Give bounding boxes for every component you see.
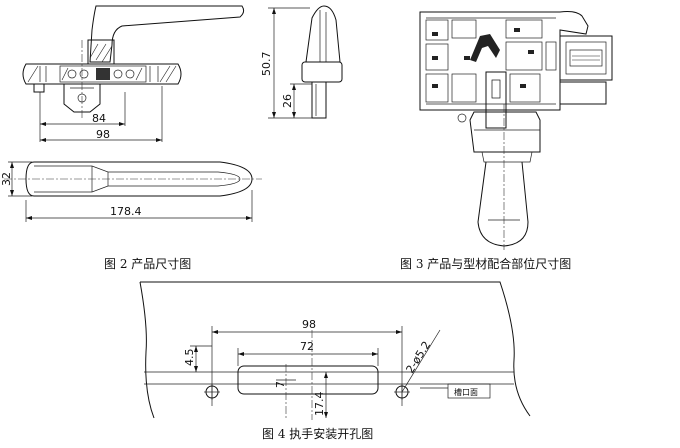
fig3-caption: 图 3 产品与型材配合部位尺寸图 bbox=[400, 256, 571, 271]
fig4-dim-4-5: 4.5 bbox=[183, 349, 196, 367]
dim-98: 98 bbox=[96, 128, 110, 141]
fig4-hole-pattern bbox=[139, 281, 531, 420]
fig4-dim-7: 7 bbox=[274, 381, 287, 388]
dim-26: 26 bbox=[281, 94, 294, 108]
dim-32: 32 bbox=[0, 172, 13, 186]
fig4-dim-98: 98 bbox=[302, 318, 316, 331]
fig2-handle-side-view bbox=[22, 5, 245, 142]
fig4-dim-hole-dia: 2-ø5.2 bbox=[404, 339, 434, 376]
fig4-dim-72: 72 bbox=[300, 340, 314, 353]
dim-178-4: 178.4 bbox=[110, 205, 142, 218]
fig2-knob-view bbox=[268, 5, 343, 119]
fig2-caption: 图 2 产品尺寸图 bbox=[104, 257, 191, 271]
fig2-handle-top-view bbox=[4, 161, 262, 222]
fig3-profile-assembly bbox=[419, 11, 613, 250]
fig4-tag-label: 槽口面 bbox=[454, 387, 478, 397]
dim-50-7: 50.7 bbox=[260, 52, 273, 77]
fig4-dim-17-4: 17.4 bbox=[313, 392, 326, 417]
dim-84: 84 bbox=[92, 112, 106, 125]
fig4-caption: 图 4 执手安装开孔图 bbox=[262, 426, 373, 441]
